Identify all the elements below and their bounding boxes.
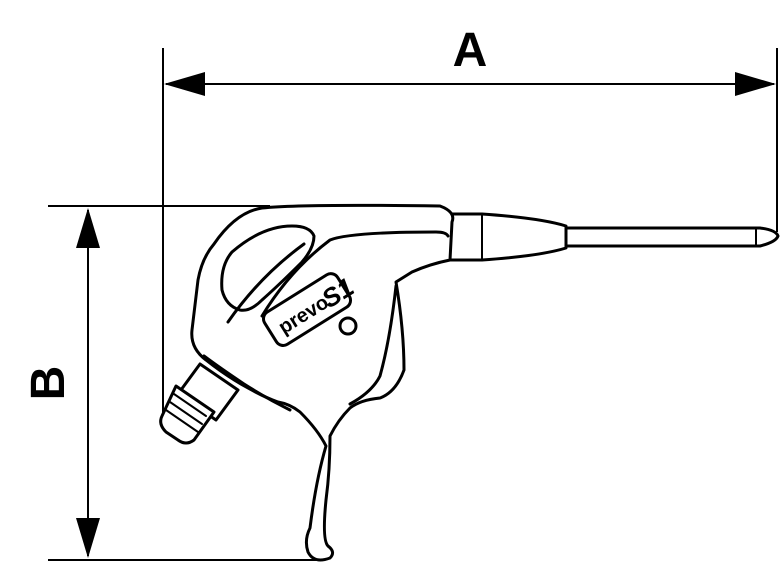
- dimension-a-arrow-left: [164, 72, 205, 96]
- trigger-lever: [348, 284, 398, 406]
- inlet-ring-3: [165, 409, 199, 433]
- body-spine: [260, 230, 450, 318]
- grip-opening: [220, 224, 316, 312]
- nozzle-tube: [560, 226, 780, 248]
- dimension-b-arrow-top: [76, 208, 100, 248]
- body-spine-inner: [226, 242, 306, 324]
- body-lower-line: [202, 354, 292, 412]
- inlet-ring-2: [169, 401, 203, 425]
- inlet-ring-1: [173, 393, 207, 417]
- brand-plate-frame: [262, 272, 353, 347]
- dimension-b-label: B: [22, 366, 75, 401]
- dimension-b: B: [22, 205, 320, 561]
- blow-gun: prevo S1: [159, 203, 780, 562]
- inlet-neck: [176, 362, 240, 422]
- dimension-a-arrow-right: [735, 72, 776, 96]
- air-inlet-connector: [159, 362, 240, 445]
- screw-hole: [338, 316, 358, 336]
- nozzle-collar: [448, 212, 568, 262]
- dimension-a-label: A: [453, 24, 488, 77]
- dimension-a: A: [162, 24, 778, 418]
- dimension-b-arrow-bottom: [76, 518, 100, 558]
